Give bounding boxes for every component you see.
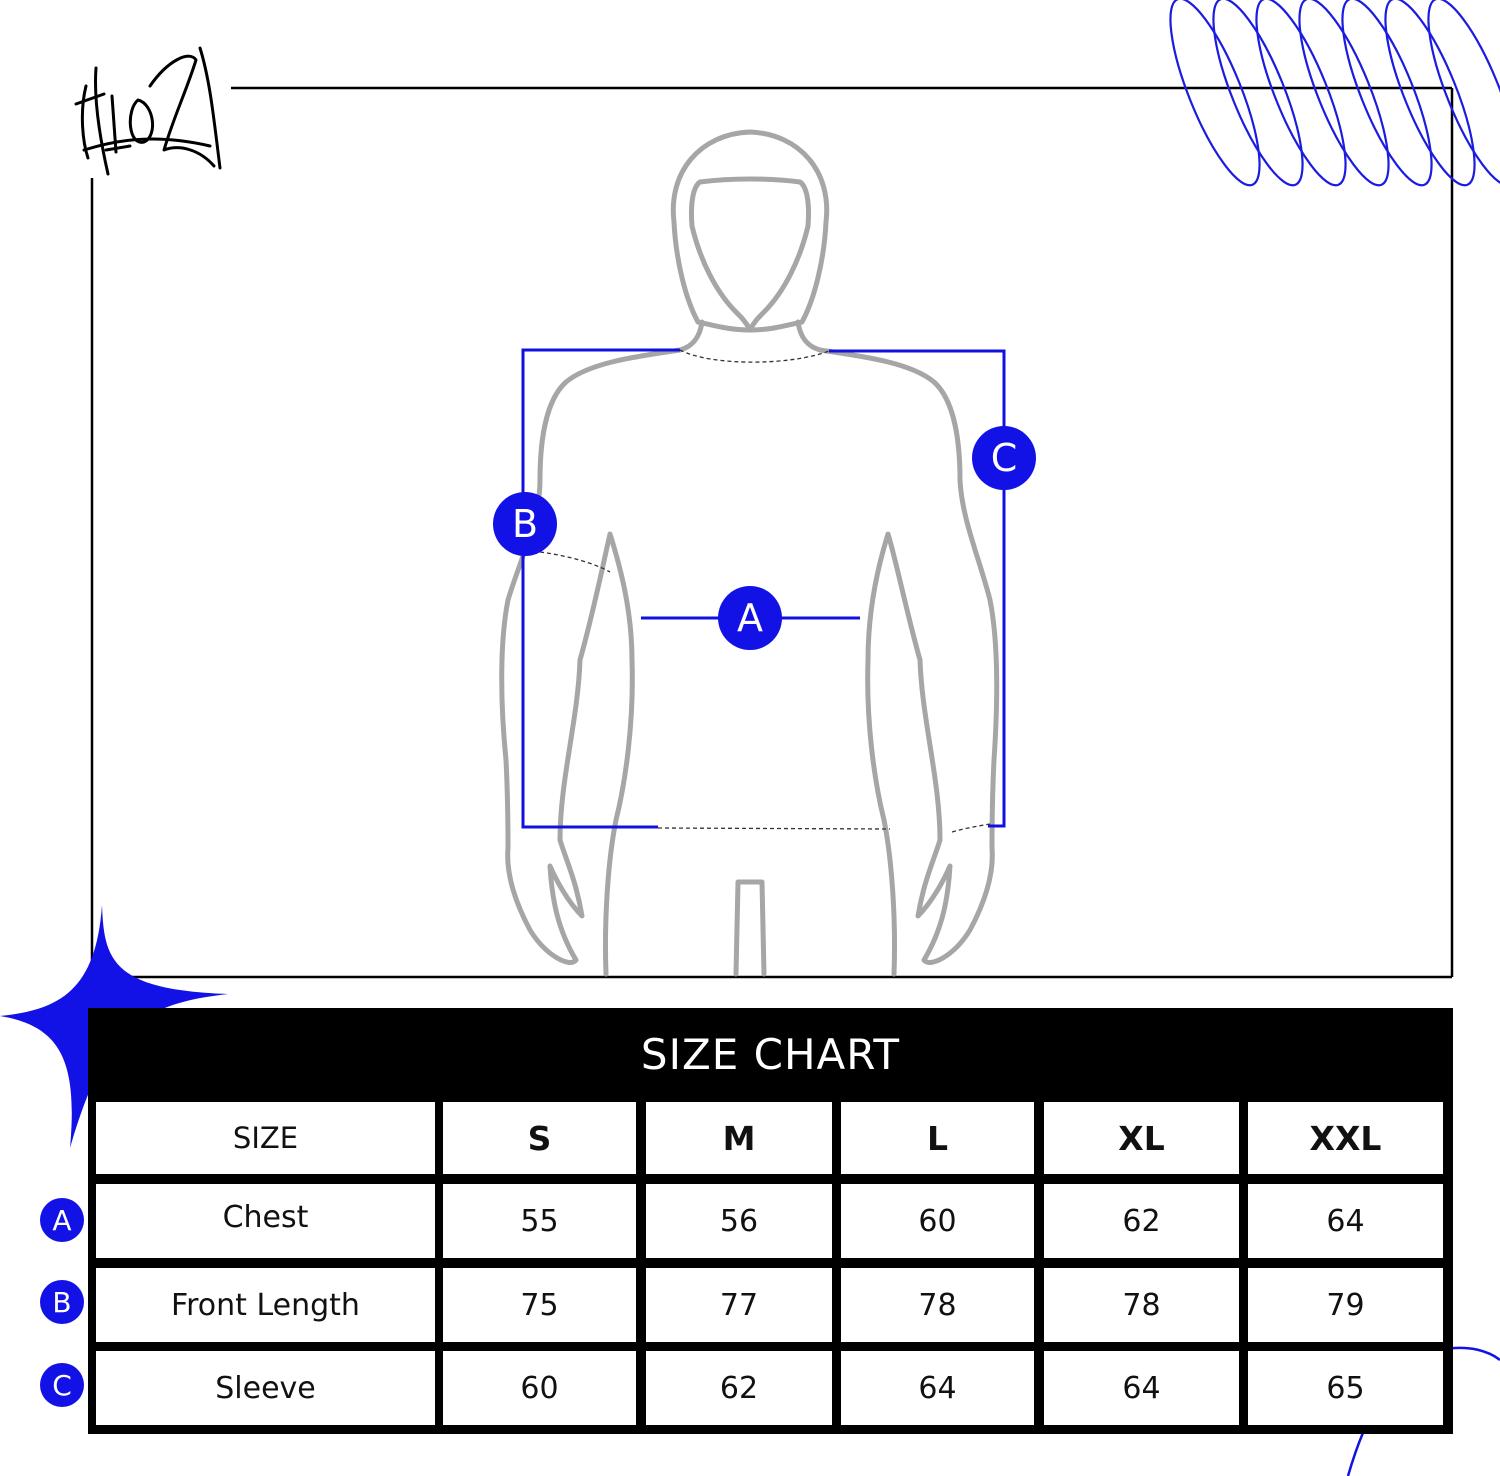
header-size-xxl: XXL — [1248, 1102, 1443, 1174]
header-size-xl: XL — [1044, 1102, 1239, 1174]
diagram-badge-c: C — [972, 426, 1036, 490]
guide-dashes — [539, 349, 991, 833]
front-length-xxl: 79 — [1248, 1268, 1443, 1342]
sleeve-m: 62 — [646, 1351, 832, 1425]
chest-l: 60 — [841, 1184, 1034, 1258]
row-label-front-length: Front Length — [96, 1268, 435, 1342]
chest-m: 56 — [646, 1184, 832, 1258]
row-badge-c: C — [40, 1363, 84, 1407]
sleeve-s: 60 — [443, 1351, 636, 1425]
diagram-badge-b: B — [493, 492, 557, 556]
row-label-sleeve: Sleeve — [96, 1351, 435, 1425]
sleeve-xxl: 65 — [1248, 1351, 1443, 1425]
chest-s: 55 — [443, 1184, 636, 1258]
header-size-m: M — [646, 1102, 832, 1174]
coil-decoration — [1169, 0, 1500, 187]
header-size-l: L — [841, 1102, 1034, 1174]
row-label-chest: Chest — [96, 1184, 435, 1258]
front-length-s: 75 — [443, 1268, 636, 1342]
row-badge-a: A — [40, 1198, 84, 1242]
brand-logo — [74, 46, 222, 176]
chest-xl: 62 — [1044, 1184, 1239, 1258]
sleeve-l: 64 — [841, 1351, 1034, 1425]
chest-xxl: 64 — [1248, 1184, 1443, 1258]
size-chart-table: SIZE CHART SIZE S M L XL XXL Chest 55 56… — [88, 1008, 1453, 1434]
header-size-s: S — [443, 1102, 636, 1174]
frame — [90, 86, 1454, 979]
front-length-l: 78 — [841, 1268, 1034, 1342]
sleeve-xl: 64 — [1044, 1351, 1239, 1425]
header-size-label: SIZE — [96, 1102, 435, 1174]
diagram-badge-a: A — [718, 586, 782, 650]
front-length-xl: 78 — [1044, 1268, 1239, 1342]
row-badge-b: B — [40, 1280, 84, 1324]
body-outline — [499, 129, 1000, 977]
front-length-m: 77 — [646, 1268, 832, 1342]
table-title: SIZE CHART — [640, 1029, 901, 1079]
